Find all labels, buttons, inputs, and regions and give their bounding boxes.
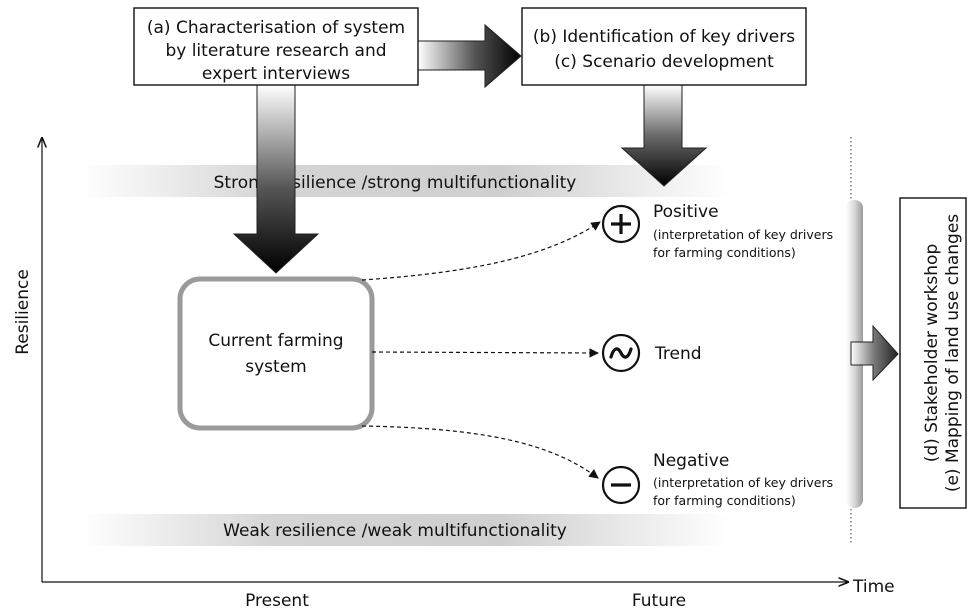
arrow-a-to-bc <box>417 23 522 89</box>
box-a-line2: by literature research and <box>165 41 386 61</box>
arrow-a-to-current-system <box>232 84 320 274</box>
current-system-line1: Current farming <box>208 331 343 351</box>
positive-icon <box>601 204 641 244</box>
arrow-bc-to-outcomes <box>620 84 708 187</box>
current-farming-system-box <box>177 276 375 431</box>
strong-resilience-band <box>80 165 730 197</box>
positive-sub2: for farming conditions) <box>653 245 796 260</box>
arrow-to-negative <box>361 425 599 479</box>
box-bc-line1: (b) Identification of key drivers <box>533 27 795 47</box>
box-bc-line2: (c) Scenario development <box>554 52 774 72</box>
box-de-line2: (e) Mapping of land use changes <box>943 214 963 492</box>
trend-icon <box>601 333 641 373</box>
trend-title: Trend <box>654 344 702 364</box>
box-de-line1: (d) Stakeholder workshop <box>922 244 942 463</box>
y-axis-label: Resilience <box>13 269 33 355</box>
positive-sub1: (interpretation of key drivers <box>653 227 833 242</box>
positive-title: Positive <box>653 202 719 222</box>
x-tick-present: Present <box>245 591 309 611</box>
box-a-line1: (a) Characterisation of system <box>147 18 405 38</box>
negative-icon <box>601 465 641 505</box>
negative-sub2: for farming conditions) <box>653 493 796 508</box>
box-stakeholder-mapping <box>899 197 967 509</box>
weak-resilience-band <box>80 514 730 546</box>
x-tick-future: Future <box>632 591 686 611</box>
arrow-to-trend <box>371 348 599 358</box>
negative-sub1: (interpretation of key drivers <box>653 475 833 490</box>
weak-resilience-label: Weak resilience /weak multifunctionality <box>223 521 567 541</box>
negative-title: Negative <box>653 451 729 471</box>
x-axis-label: Time <box>852 577 895 597</box>
box-key-drivers-scenarios <box>521 7 807 86</box>
arrow-to-positive <box>361 221 601 281</box>
arrow-to-de <box>850 324 899 382</box>
strong-resilience-label: Strong resilience /strong multifunctiona… <box>214 173 577 193</box>
current-system-line2: system <box>245 357 306 377</box>
box-a-line3: expert interviews <box>202 64 350 84</box>
box-characterisation <box>133 7 419 86</box>
